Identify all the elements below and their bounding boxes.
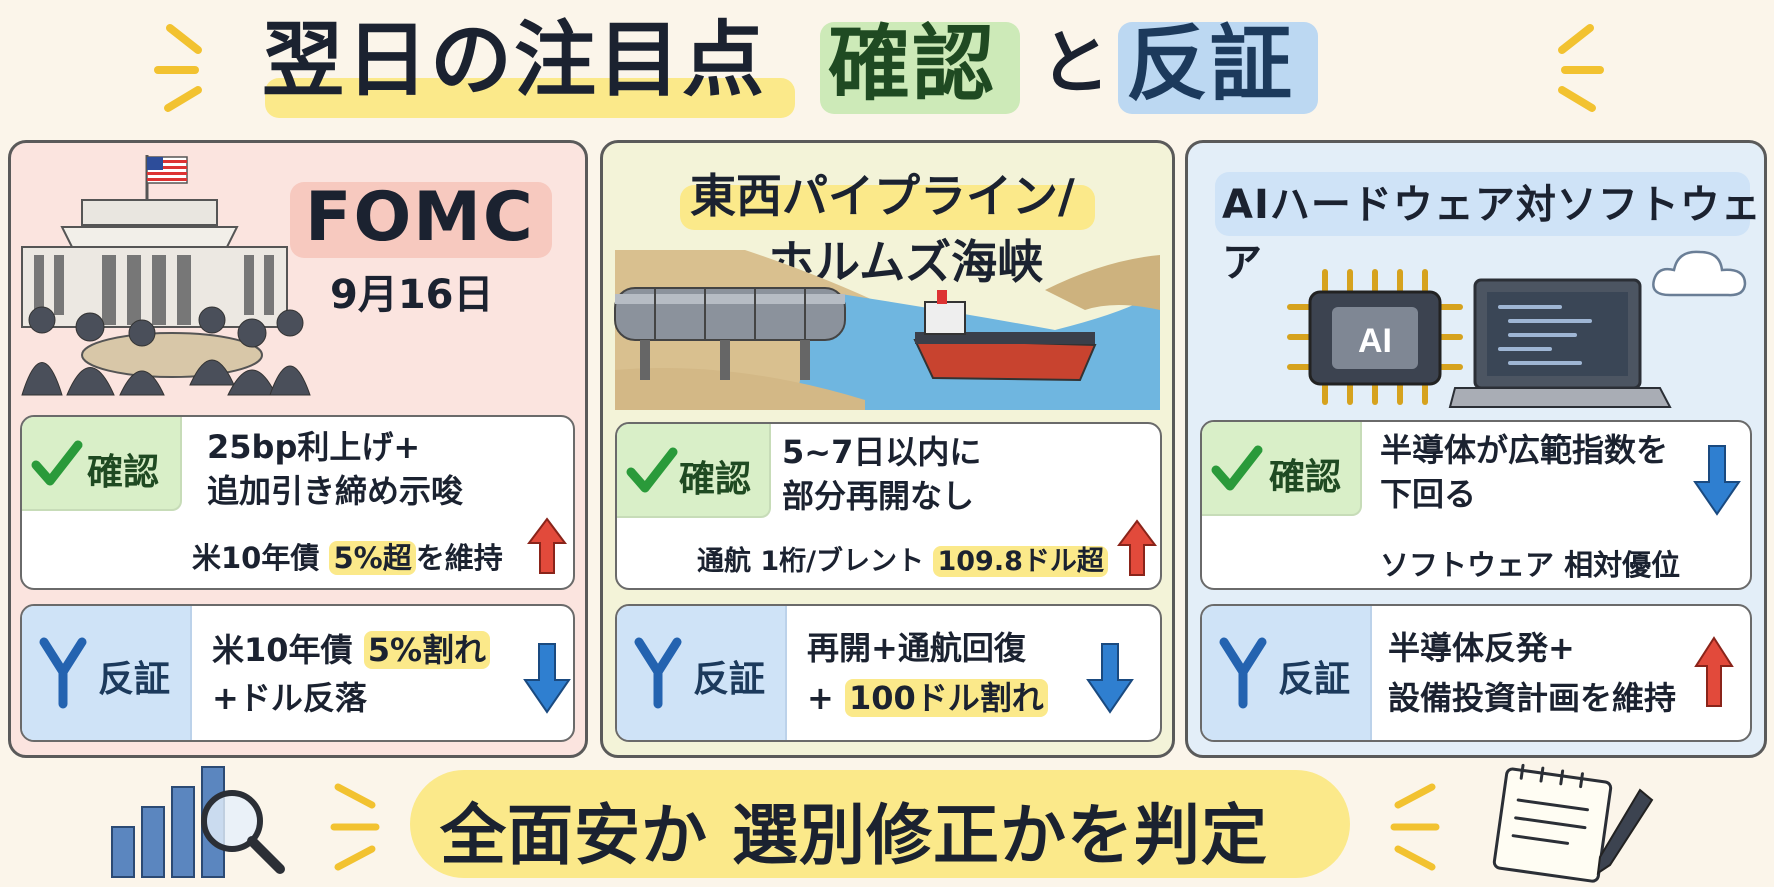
sparkle-left-icon [154,24,202,112]
tanker-ship-icon [913,290,1097,382]
pipeline-confirm-line1: 5~7日以内に [782,433,982,471]
pipeline-confirm-box: 確認 5~7日以内に 部分再開なし 通航 1桁/ブレント 109.8ドル超 [615,422,1162,590]
panel-fomc-heading: FOMC [305,178,535,257]
ai-refute-line1: 半導体反発+ [1388,629,1575,667]
pipeline-confirm-sub: 通航 1桁/ブレント 109.8ドル超 [697,539,1108,578]
capitol-building-icon [21,155,311,396]
fomc-refute-box: 反証 米10年債 5%割れ +ドル反落 [20,604,575,742]
ai-confirm-line2: 下回る [1380,475,1477,513]
laptop-icon [1448,278,1672,408]
sparkle-footer-right-icon [1390,783,1440,871]
fork-icon [634,637,682,709]
panel-pipeline-heading1: 東西パイプライン/ [690,169,1075,223]
ai-chip-label: AI [1358,322,1392,360]
fomc-confirm-box: 確認 25bp利上げ+ 追加引き締め示唆 米10年債 5%超を維持 [20,415,575,590]
fomc-confirm-label: 確認 [87,452,160,493]
down-arrow-icon [1693,445,1741,516]
notepad-pen-icon [1492,763,1654,883]
down-arrow-icon [1086,643,1134,714]
fork-icon [39,637,87,709]
pipeline-refute-label: 反証 [693,659,766,700]
title-and: と [1040,22,1112,104]
ai-confirm-line1: 半導体が広範指数を [1380,431,1669,469]
up-arrow-icon [527,517,567,574]
ai-confirm-label: 確認 [1269,457,1342,498]
footer-text: 全面安か 選別修正かを判定 [440,797,1268,874]
check-icon [626,447,678,493]
pipeline-icon [614,287,846,380]
fomc-refute-line1: 米10年債 5%割れ [212,628,491,672]
pipeline-scene-icon [614,250,1160,410]
up-arrow-icon [1117,519,1157,576]
title-refute: 反証 [1126,17,1295,112]
ai-confirm-box: 確認 半導体が広範指数を 下回る ソフトウェア 相対優位 [1200,420,1752,590]
ai-refute-line2: 設備投資計画を維持 [1388,679,1677,717]
bar-chart-magnifier-icon [111,766,285,878]
pipeline-refute-box: 反証 再開+通航回復 + 100ドル割れ [615,604,1162,742]
us-flag-icon [146,156,188,184]
fomc-refute-line2: +ドル反落 [212,679,367,717]
pipeline-refute-line1: 再開+通航回復 [807,629,1026,667]
cloud-icon [1652,250,1747,297]
ai-confirm-sub: ソフトウェア 相対優位 [1380,548,1681,582]
fork-icon [1219,637,1267,709]
sparkle-footer-left-icon [330,783,380,871]
fomc-confirm-line1: 25bp利上げ+ [207,428,421,466]
panel-ai-heading: AIハードウェア対ソフトウェア [1222,182,1762,286]
check-icon [31,440,83,486]
check-icon [1211,445,1263,491]
fomc-confirm-line2: 追加引き締め示唆 [207,472,464,510]
pipeline-confirm-line2: 部分再開なし [782,477,975,515]
down-arrow-icon [523,643,571,714]
panel-fomc-date: 9月16日 [330,272,494,318]
sparkle-right-icon [1558,24,1604,112]
ai-refute-label: 反証 [1278,659,1351,700]
ai-refute-box: 反証 半導体反発+ 設備投資計画を維持 [1200,604,1752,742]
up-arrow-icon [1694,636,1734,707]
ai-chip-icon: AI [1287,269,1463,405]
pipeline-refute-line2: + 100ドル割れ [807,676,1048,720]
page-title: 翌日の注目点 [262,13,767,108]
meeting-people-icon [21,306,311,396]
pipeline-confirm-label: 確認 [679,459,752,500]
fomc-confirm-sub: 米10年債 5%超を維持 [192,541,503,575]
fomc-refute-label: 反証 [98,659,171,700]
title-confirm: 確認 [828,17,997,112]
footer-banner [410,770,1350,878]
